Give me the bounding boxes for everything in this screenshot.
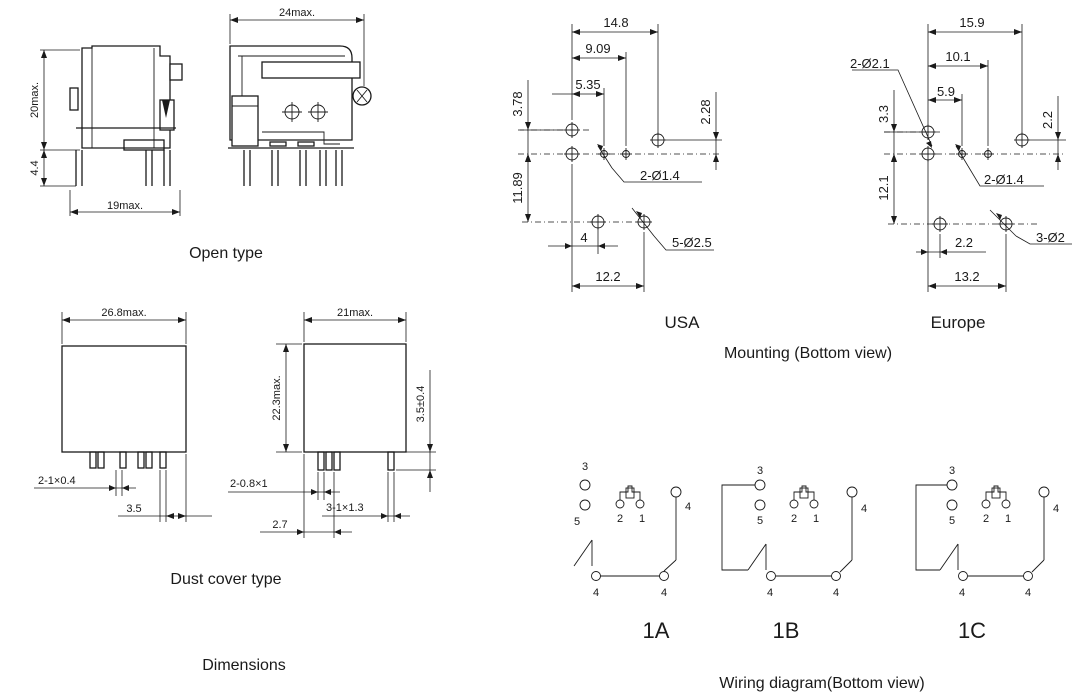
dim-open-height: 20max. xyxy=(29,82,41,118)
dim-usa-228: 2.28 xyxy=(698,99,713,124)
dim-usa-148: 14.8 xyxy=(603,15,628,30)
dim-usa-4: 4 xyxy=(580,230,587,245)
wiring-caption: Wiring diagram(Bottom view) xyxy=(719,675,924,692)
dim-dust-pin1: 2-1×0.4 xyxy=(38,475,76,487)
pin-4-label: 4 xyxy=(767,587,773,599)
open-type-side-view: 24max. xyxy=(228,7,372,186)
dim-dust-pin2: 2-0.8×1 xyxy=(230,478,268,490)
dim-usa-1189: 11.89 xyxy=(510,172,525,204)
dust-cover-caption: Dust cover type xyxy=(170,571,281,588)
dim-usa-hole25: 5-Ø2.5 xyxy=(672,235,712,250)
dim-eu-hole21: 2-Ø2.1 xyxy=(850,56,890,71)
mounting-europe-label: Europe xyxy=(931,313,986,332)
dim-eu-121: 12.1 xyxy=(876,175,891,200)
pin-4-label: 4 xyxy=(861,503,867,515)
mounting-usa-label: USA xyxy=(665,313,701,332)
pin-5-label: 5 xyxy=(574,516,580,528)
wiring-1b: 3 5 2 1 4 4 4 1B xyxy=(721,465,867,643)
wiring-type-1a: 1A xyxy=(643,618,670,643)
dim-dust-27: 2.7 xyxy=(272,519,287,531)
pin-4-label: 4 xyxy=(833,587,839,599)
dim-eu-159: 15.9 xyxy=(959,15,984,30)
wiring-type-1c: 1C xyxy=(958,618,986,643)
pin-1-label: 1 xyxy=(1005,513,1011,525)
dim-eu-hole14: 2-Ø1.4 xyxy=(984,172,1024,187)
mounting-usa: 14.8 9.09 5.35 3.78 11.89 2.28 2-Ø1.4 4 xyxy=(510,15,722,292)
dim-eu-101: 10.1 xyxy=(945,49,970,64)
dim-usa-122: 12.2 xyxy=(595,269,620,284)
dim-usa-909: 9.09 xyxy=(585,41,610,56)
pin-1-label: 1 xyxy=(813,513,819,525)
pin-5-label: 5 xyxy=(757,515,763,527)
dimensions-caption: Dimensions xyxy=(202,657,286,674)
dim-dust-35: 3.5 xyxy=(126,503,141,515)
pin-4-label: 4 xyxy=(1025,587,1031,599)
dim-eu-132: 13.2 xyxy=(954,269,979,284)
mounting-europe: 15.9 10.1 5.9 2-Ø2.1 3.3 12.1 2.2 2-Ø1.4 xyxy=(850,15,1072,292)
pin-1-label: 1 xyxy=(639,513,645,525)
pin-5-label: 5 xyxy=(949,515,955,527)
dim-eu-59: 5.9 xyxy=(937,84,955,99)
wiring-type-1b: 1B xyxy=(773,618,800,643)
pin-4-label: 4 xyxy=(1053,503,1059,515)
pin-3-label: 3 xyxy=(949,465,955,477)
pin-2-label: 2 xyxy=(983,513,989,525)
dim-eu-hole2: 3-Ø2 xyxy=(1036,230,1065,245)
dim-dust-side-width: 21max. xyxy=(337,307,373,319)
pin-3-label: 3 xyxy=(757,465,763,477)
pin-4-label: 4 xyxy=(661,587,667,599)
wiring-1c: 3 5 2 1 4 4 4 1C xyxy=(915,465,1059,643)
mounting-caption: Mounting (Bottom view) xyxy=(724,345,892,362)
dust-cover-side-view: 21max. 22.3max. 3.5±0.4 2-0.8×1 3-1×1.3 … xyxy=(228,307,436,538)
dim-usa-378: 3.78 xyxy=(510,91,525,116)
pin-3-label: 3 xyxy=(582,461,588,473)
dim-usa-hole14: 2-Ø1.4 xyxy=(640,168,680,183)
pin-4-label: 4 xyxy=(685,501,691,513)
dim-dust-pin-len: 3.5±0.4 xyxy=(415,386,427,423)
dim-eu-33: 3.3 xyxy=(876,105,891,123)
dim-eu-22b: 2.2 xyxy=(955,235,973,250)
dust-cover-front-view: 26.8max. 2-1×0.4 3.5 xyxy=(34,307,212,522)
pin-2-label: 2 xyxy=(617,513,623,525)
dim-usa-535: 5.35 xyxy=(575,77,600,92)
pin-4-label: 4 xyxy=(959,587,965,599)
dim-dust-height: 22.3max. xyxy=(271,375,283,420)
dim-open-pin: 4.4 xyxy=(29,160,41,175)
dim-open-width-top: 24max. xyxy=(279,7,315,19)
pin-2-label: 2 xyxy=(791,513,797,525)
dim-open-width-bottom: 19max. xyxy=(107,200,143,212)
dim-eu-22r: 2.2 xyxy=(1040,111,1055,129)
pin-4-label: 4 xyxy=(593,587,599,599)
wiring-1a: 3 5 2 1 4 4 4 1A xyxy=(573,461,691,643)
open-type-caption: Open type xyxy=(189,245,263,262)
open-type-front-view: 20max. 4.4 19max. xyxy=(29,45,183,216)
dim-dust-front-width: 26.8max. xyxy=(101,307,146,319)
dim-dust-pin3: 3-1×1.3 xyxy=(326,502,364,514)
